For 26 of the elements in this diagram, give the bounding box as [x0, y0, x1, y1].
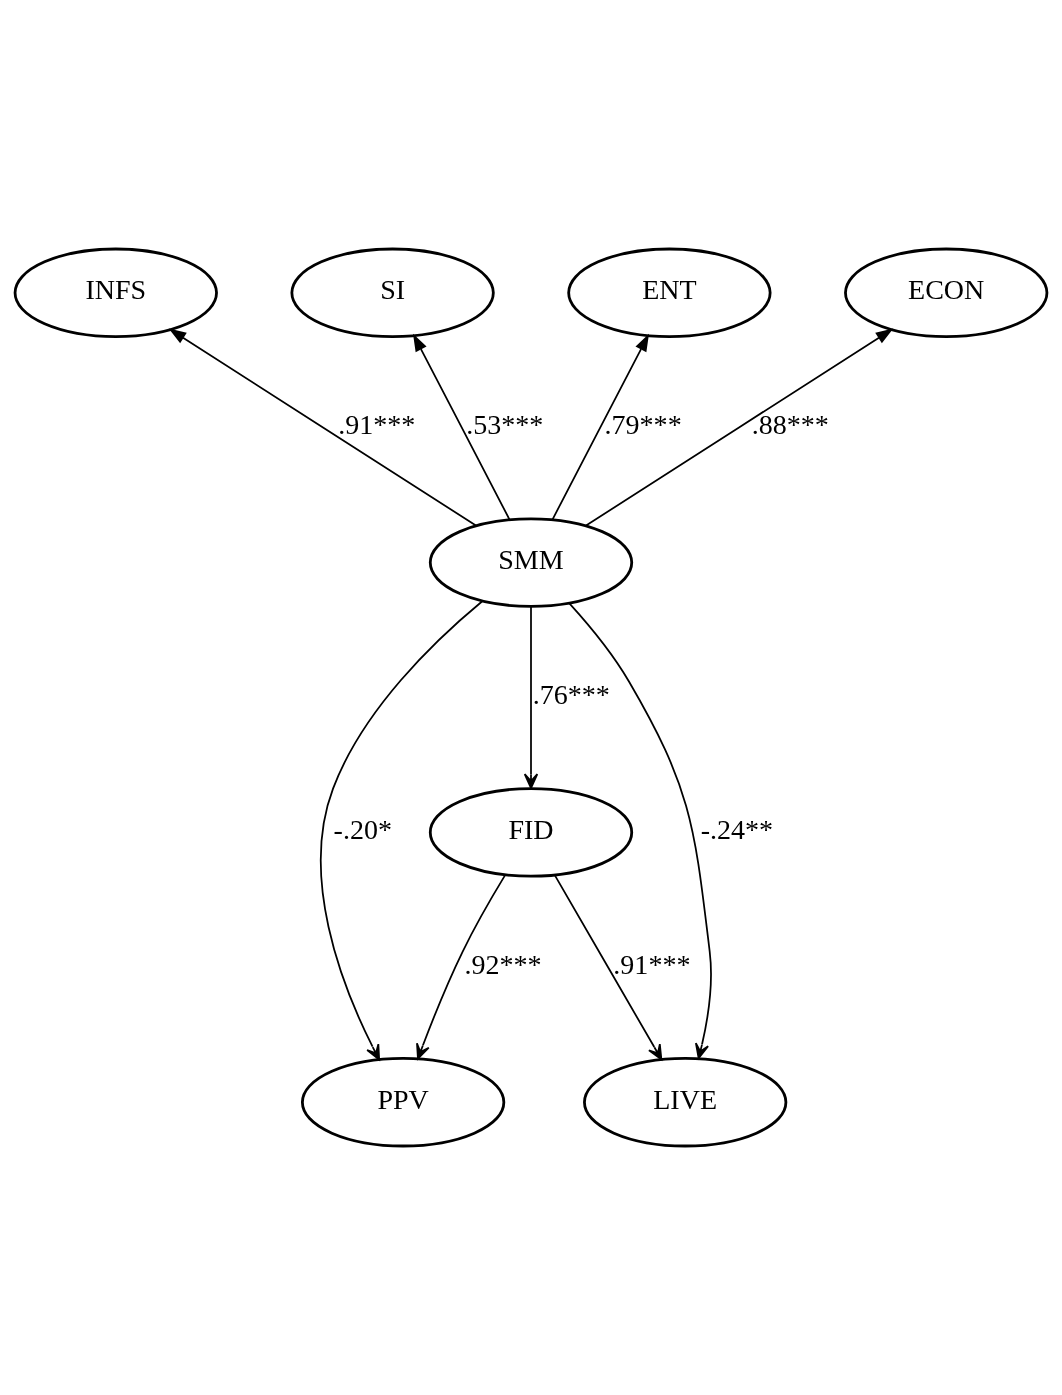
arrow	[553, 874, 663, 1061]
node-ellipse: SMM	[428, 517, 634, 608]
edge-label: -.24**	[700, 814, 774, 846]
edge-label: .88***	[751, 409, 829, 441]
edge-label: .53***	[466, 409, 544, 441]
arrow	[319, 600, 484, 1061]
arrow	[584, 328, 894, 527]
node-ellipse: LIVE	[583, 1057, 788, 1148]
node-ellipse: ENT	[567, 247, 772, 338]
arrow	[551, 333, 649, 521]
arrow	[413, 333, 511, 521]
edge-label: -.20*	[333, 814, 392, 846]
edge-label: .91***	[338, 409, 416, 441]
node-ellipse: INFS	[13, 247, 218, 338]
node-ellipse: ECON	[844, 247, 1049, 338]
node-ellipse: SI	[290, 247, 495, 338]
arrow	[416, 874, 506, 1060]
node-ellipse: FID	[428, 787, 634, 878]
edge-label: .91***	[613, 948, 691, 980]
arrow	[568, 602, 712, 1060]
arrow	[168, 328, 478, 527]
edge-label: .92***	[464, 948, 542, 980]
arrow	[523, 605, 539, 790]
edge-label: .79***	[604, 409, 682, 441]
edge-label: .76***	[532, 679, 610, 711]
node-ellipse: PPV	[300, 1057, 506, 1148]
